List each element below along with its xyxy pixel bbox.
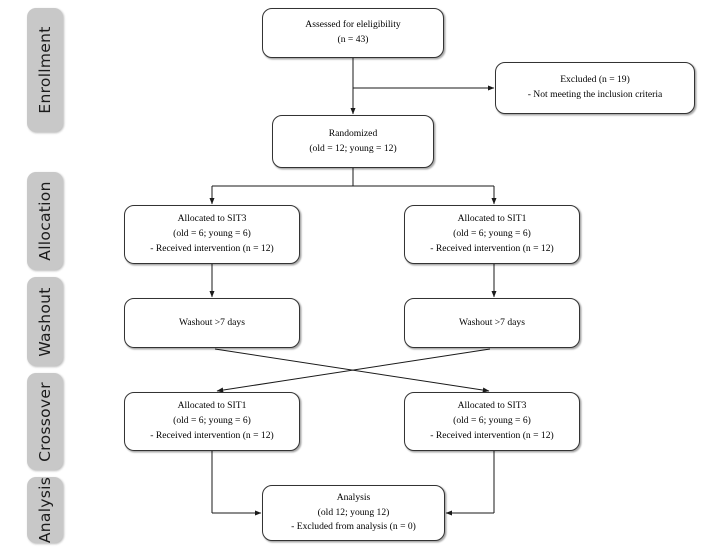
crossover-sit3-box: Allocated to SIT3 (old = 6; young = 6) -…: [404, 392, 580, 451]
node-line: Washout >7 days: [459, 316, 525, 328]
washout-right-box: Washout >7 days: [404, 298, 580, 348]
node-line: - Received intervention (n = 12): [430, 429, 554, 441]
node-line: Assessed for eleligibility: [305, 19, 401, 31]
analysis-box: Analysis (old 12; young 12) - Excluded f…: [262, 485, 445, 541]
randomized-box: Randomized (old = 12; young = 12): [272, 115, 434, 168]
excluded-box: Excluded (n = 19) - Not meeting the incl…: [495, 62, 695, 114]
node-line: - Received intervention (n = 12): [150, 429, 274, 441]
node-line: (old 12; young 12): [317, 506, 390, 518]
node-line: Analysis: [336, 491, 371, 503]
node-line: (old = 12; young = 12): [309, 142, 397, 154]
node-line: - Received intervention (n = 12): [150, 242, 274, 254]
node-line: Allocated to SIT3: [457, 400, 527, 412]
phase-band-analysis: Analysis: [27, 477, 63, 543]
node-line: (old = 6; young = 6): [453, 228, 531, 240]
node-line: Allocated to SIT1: [177, 400, 247, 412]
phase-band-enrollment: Enrollment: [27, 8, 63, 132]
node-line: Randomized: [328, 127, 378, 139]
connector-washout-right-to-crossover-left: [216, 348, 491, 393]
node-line: - Received intervention (n = 12): [430, 242, 554, 254]
node-line: Washout >7 days: [179, 316, 245, 328]
node-line: (old = 6; young = 6): [173, 415, 251, 427]
washout-left-box: Washout >7 days: [124, 298, 300, 348]
node-line: - Not meeting the inclusion criteria: [527, 89, 663, 100]
phase-band-allocation: Allocation: [27, 172, 63, 270]
node-line: (n = 43): [337, 34, 369, 45]
assessed-for-eligibility-box: Assessed for eleligibility (n = 43): [262, 8, 444, 58]
allocated-sit1-box: Allocated to SIT1 (old = 6; young = 6) -…: [404, 205, 580, 264]
node-line: Excluded (n = 19): [560, 74, 630, 86]
allocated-sit3-box: Allocated to SIT3 (old = 6; young = 6) -…: [124, 205, 300, 264]
node-line: Allocated to SIT1: [457, 213, 527, 225]
node-line: - Excluded from analysis (n = 0): [291, 521, 416, 533]
node-line: (old = 6; young = 6): [173, 228, 251, 240]
crossover-sit1-box: Allocated to SIT1 (old = 6; young = 6) -…: [124, 392, 300, 451]
phase-band-washout: Washout: [27, 277, 63, 366]
phase-band-crossover: Crossover: [27, 373, 63, 470]
node-line: Allocated to SIT3: [177, 213, 247, 225]
node-line: (old = 6; young = 6): [453, 415, 531, 427]
